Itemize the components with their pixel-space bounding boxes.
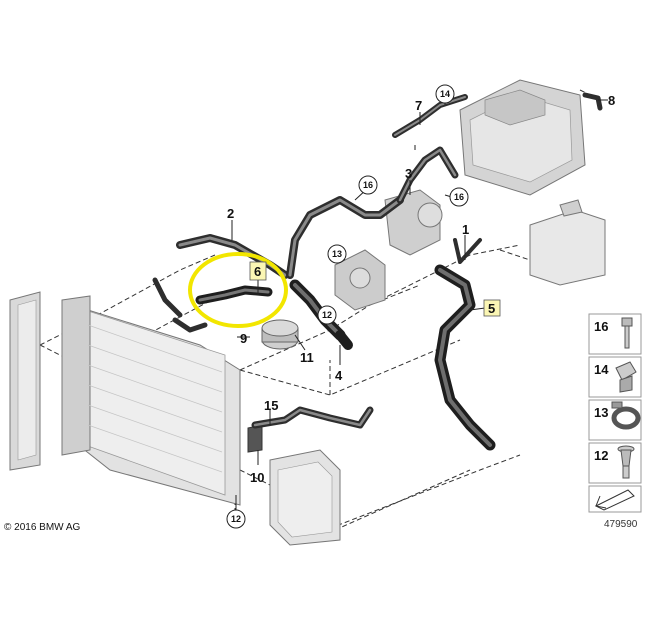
clamp-icon [615, 361, 637, 393]
callout-10: 10 [250, 470, 264, 485]
screw-icon [617, 445, 635, 479]
callout-12b-circle [226, 509, 246, 529]
thermostat-housing [334, 189, 443, 311]
callout-3: 3 [405, 166, 412, 181]
callout-11: 11 [300, 350, 314, 365]
reference-number: 479590 [604, 519, 638, 530]
callout-5: 5 [488, 301, 495, 316]
dashed-leaders [39, 89, 601, 541]
fastener-legend: 16 14 13 12 [588, 313, 642, 513]
fastener-icon [621, 317, 633, 349]
callout-14-circle [435, 84, 455, 104]
callout-6: 6 [254, 264, 261, 279]
callout-6-box [249, 261, 267, 281]
highlight-ring [188, 252, 288, 328]
callout-8: 8 [608, 93, 615, 108]
lower-module [247, 424, 341, 546]
callout-4: 4 [335, 368, 343, 383]
callout-16b: 16 [454, 192, 464, 202]
callout-9: 9 [240, 331, 247, 346]
radiator-assembly [9, 291, 241, 506]
expansion-tank [529, 199, 606, 286]
arrow-icon [594, 489, 635, 511]
legend-13: 13 [594, 405, 608, 420]
callout-12b: 12 [231, 514, 241, 524]
callout-7: 7 [415, 98, 422, 113]
charge-air-unit [459, 79, 586, 196]
callout-13-circle [327, 244, 347, 264]
callout-2: 2 [227, 206, 234, 221]
legend-16: 16 [594, 319, 608, 334]
callout-16b-circle [449, 187, 469, 207]
callout-16a: 16 [363, 180, 373, 190]
callout-16a-circle [358, 175, 378, 195]
callout-5-box [483, 299, 501, 317]
hose-clip-icon [611, 401, 641, 430]
callout-12a-circle [317, 305, 337, 325]
callout-14: 14 [440, 89, 450, 99]
legend-12: 12 [594, 448, 608, 463]
callout-15: 15 [264, 398, 278, 413]
circled-callouts: 14 16 16 13 12 12 [226, 84, 469, 529]
callout-12a: 12 [322, 310, 332, 320]
aux-water-pump [261, 319, 299, 350]
callout-numbers: 1 2 3 4 5 6 7 8 9 10 11 15 [227, 93, 615, 485]
callout-13: 13 [332, 249, 342, 259]
legend-14: 14 [594, 362, 609, 377]
callout-1: 1 [462, 222, 469, 237]
copyright-text: © 2016 BMW AG [4, 522, 81, 533]
